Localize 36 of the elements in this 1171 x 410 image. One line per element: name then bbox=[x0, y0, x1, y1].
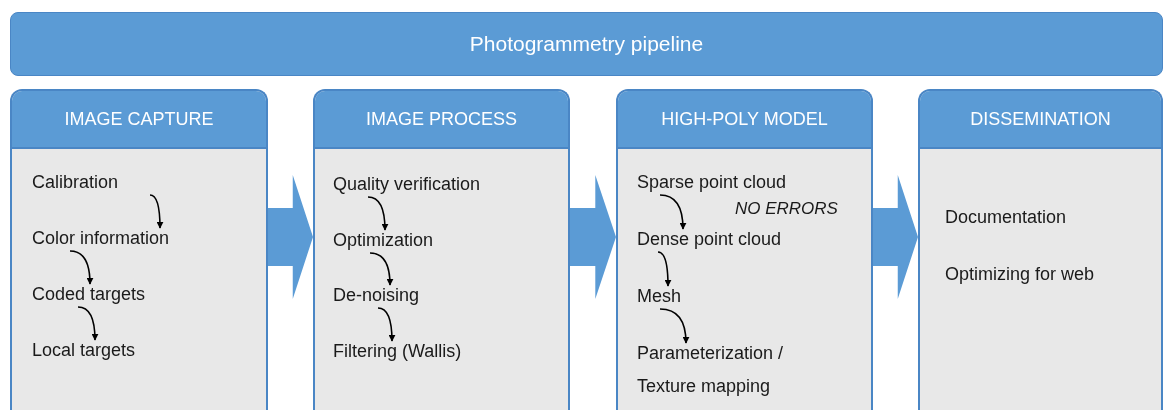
step-label: Documentation bbox=[945, 201, 1067, 234]
step-label: Calibration bbox=[32, 166, 119, 199]
column-header: HIGH-POLY MODEL bbox=[618, 91, 871, 149]
curved-arrow bbox=[659, 194, 687, 230]
stage-column bbox=[10, 89, 268, 410]
curved-arrow bbox=[659, 308, 690, 344]
column-header: IMAGE PROCESS bbox=[315, 91, 568, 149]
title-band: Photogrammetry pipeline bbox=[10, 12, 1163, 76]
block-arrow bbox=[570, 175, 616, 299]
step-label: Color information bbox=[32, 222, 170, 255]
stage-column bbox=[918, 89, 1163, 410]
block-arrow bbox=[873, 175, 918, 299]
step-label: Filtering (Wallis) bbox=[333, 335, 462, 368]
step-label: Quality verification bbox=[333, 168, 481, 201]
block-arrow bbox=[268, 175, 313, 299]
step-label: Optimizing for web bbox=[945, 258, 1095, 291]
curved-arrow bbox=[367, 196, 389, 231]
column-header: DISSEMINATION bbox=[920, 91, 1161, 149]
step-label: De-noising bbox=[333, 279, 420, 312]
step-label: Dense point cloud bbox=[637, 223, 782, 256]
stage-column bbox=[616, 89, 873, 410]
note-text: NO ERRORS bbox=[735, 198, 838, 220]
step-label: Sparse point cloud bbox=[637, 166, 787, 199]
step-label: Local targets bbox=[32, 334, 136, 367]
step-label: Parameterization / Texture mapping bbox=[637, 337, 837, 403]
curved-arrow bbox=[69, 250, 94, 285]
curved-arrow bbox=[377, 307, 396, 342]
curved-arrow bbox=[657, 251, 672, 287]
step-label: Coded targets bbox=[32, 278, 146, 311]
step-label: Optimization bbox=[333, 224, 434, 257]
step-label: Mesh bbox=[637, 280, 681, 313]
curved-arrow bbox=[77, 306, 99, 341]
stage-column bbox=[313, 89, 570, 410]
curved-arrow bbox=[369, 252, 394, 286]
curved-arrow bbox=[149, 194, 164, 229]
column-header: IMAGE CAPTURE bbox=[12, 91, 266, 149]
